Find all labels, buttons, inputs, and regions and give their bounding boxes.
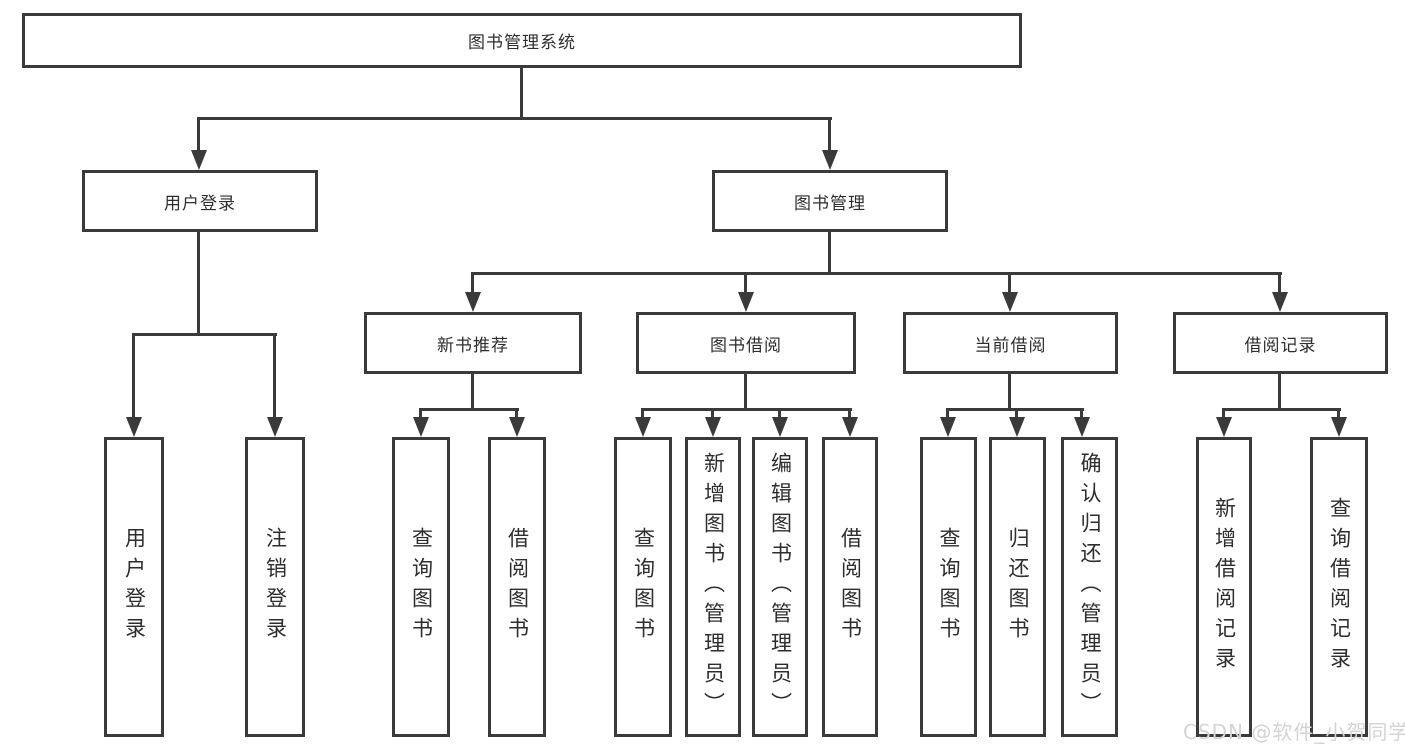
csdn-watermark: CSDN @软件_小贺同学	[1183, 720, 1405, 744]
node-query-books-2: 查询图书	[614, 437, 672, 737]
arrowhead-icon	[1074, 417, 1090, 437]
connector-bar-4	[641, 408, 852, 411]
node-query-borrow-record: 查询借阅记录	[1310, 437, 1368, 737]
connector-drop-6-1	[1337, 408, 1340, 419]
arrowhead-icon	[822, 150, 838, 170]
node-user-login: 用户登录	[104, 437, 164, 737]
node-label-book-borrowing: 图书借阅	[710, 335, 782, 356]
connector-drop-4-0	[641, 408, 644, 419]
node-label-user-login: 用户登录	[122, 527, 147, 647]
connector-drop-4-1	[711, 408, 714, 419]
arrowhead-icon	[1009, 417, 1025, 437]
arrowhead-icon	[1331, 417, 1347, 437]
node-current-borrowing: 当前借阅	[903, 312, 1118, 374]
node-label-edit-books-admin: 编辑图书（管理员）	[768, 452, 793, 722]
node-confirm-return-admin: 确认归还（管理员）	[1061, 437, 1118, 737]
connector-drop-6-0	[1222, 408, 1225, 419]
connector-drop-1-1	[273, 333, 276, 419]
connector-bar-2	[471, 272, 1282, 275]
connector-drop-3-1	[515, 408, 518, 419]
connector-drop-1-0	[132, 333, 135, 419]
connector-drop-5-0	[946, 408, 949, 419]
node-return-books: 归还图书	[989, 437, 1046, 737]
arrowhead-icon	[126, 417, 142, 437]
node-book-borrowing: 图书借阅	[636, 312, 856, 374]
connector-drop-2-0	[471, 272, 474, 294]
connector-drop-4-3	[848, 408, 851, 419]
connector-stem-4	[744, 372, 747, 411]
arrowhead-icon	[1216, 417, 1232, 437]
node-root: 图书管理系统	[22, 13, 1022, 68]
node-label-confirm-return-admin: 确认归还（管理员）	[1078, 452, 1102, 722]
arrowhead-icon	[705, 417, 721, 437]
node-label-logout: 注销登录	[263, 527, 288, 647]
node-label-book-management: 图书管理	[794, 193, 866, 214]
node-query-books-1: 查询图书	[392, 437, 450, 737]
connector-drop-2-2	[1008, 272, 1011, 294]
connector-drop-2-1	[744, 272, 747, 294]
node-label-borrowing-records: 借阅记录	[1244, 335, 1317, 356]
node-label-borrow-books-1: 借阅图书	[505, 527, 530, 647]
connector-drop-2-3	[1278, 272, 1281, 294]
connector-drop-3-0	[419, 408, 422, 419]
node-query-books-3: 查询图书	[920, 437, 977, 737]
connector-drop-0-0	[197, 117, 200, 152]
node-label-query-borrow-record: 查询借阅记录	[1327, 497, 1352, 677]
arrowhead-icon	[635, 417, 651, 437]
node-new-book-recommend: 新书推荐	[364, 312, 582, 374]
node-label-current-borrowing: 当前借阅	[974, 335, 1047, 356]
node-label-add-borrow-record: 新增借阅记录	[1212, 497, 1237, 677]
node-edit-books-admin: 编辑图书（管理员）	[752, 437, 808, 737]
arrowhead-icon	[1272, 292, 1288, 312]
connector-stem-1	[197, 230, 200, 336]
connector-stem-3	[471, 372, 474, 411]
arrowhead-icon	[772, 417, 788, 437]
node-borrow-books-2: 借阅图书	[822, 437, 878, 737]
node-label-return-books: 归还图书	[1006, 527, 1030, 647]
node-logout: 注销登录	[245, 437, 305, 737]
node-label-query-books-2: 查询图书	[631, 527, 656, 647]
arrowhead-icon	[413, 417, 429, 437]
connector-bar-3	[419, 408, 519, 411]
node-label-add-books-admin: 新增图书（管理员）	[701, 452, 726, 722]
node-label-root: 图书管理系统	[468, 33, 576, 53]
node-add-books-admin: 新增图书（管理员）	[685, 437, 741, 737]
arrowhead-icon	[465, 292, 481, 312]
node-book-management: 图书管理	[712, 170, 948, 232]
connector-stem-5	[1008, 372, 1011, 411]
node-user-login-module: 用户登录	[82, 170, 318, 232]
connector-stem-2	[828, 230, 831, 275]
node-label-new-book-recommend: 新书推荐	[437, 335, 509, 356]
arrowhead-icon	[738, 292, 754, 312]
arrowhead-icon	[940, 417, 956, 437]
connector-stem-0	[520, 66, 523, 120]
node-label-user-login-module: 用户登录	[164, 193, 236, 214]
connector-bar-1	[132, 333, 277, 336]
arrowhead-icon	[267, 417, 283, 437]
node-add-borrow-record: 新增借阅记录	[1196, 437, 1252, 737]
connector-drop-0-1	[828, 117, 831, 152]
connector-bar-0	[197, 117, 832, 120]
arrowhead-icon	[1002, 292, 1018, 312]
node-label-query-books-1: 查询图书	[409, 527, 434, 647]
connector-bar-6	[1222, 408, 1341, 411]
arrowhead-icon	[509, 417, 525, 437]
connector-drop-5-1	[1015, 408, 1018, 419]
connector-drop-4-2	[778, 408, 781, 419]
connector-stem-6	[1278, 372, 1281, 411]
node-label-borrow-books-2: 借阅图书	[838, 527, 863, 647]
connector-drop-5-2	[1080, 408, 1083, 419]
node-borrowing-records: 借阅记录	[1173, 312, 1388, 374]
arrowhead-icon	[191, 150, 207, 170]
node-label-query-books-3: 查询图书	[937, 527, 961, 647]
node-borrow-books-1: 借阅图书	[488, 437, 546, 737]
arrowhead-icon	[842, 417, 858, 437]
